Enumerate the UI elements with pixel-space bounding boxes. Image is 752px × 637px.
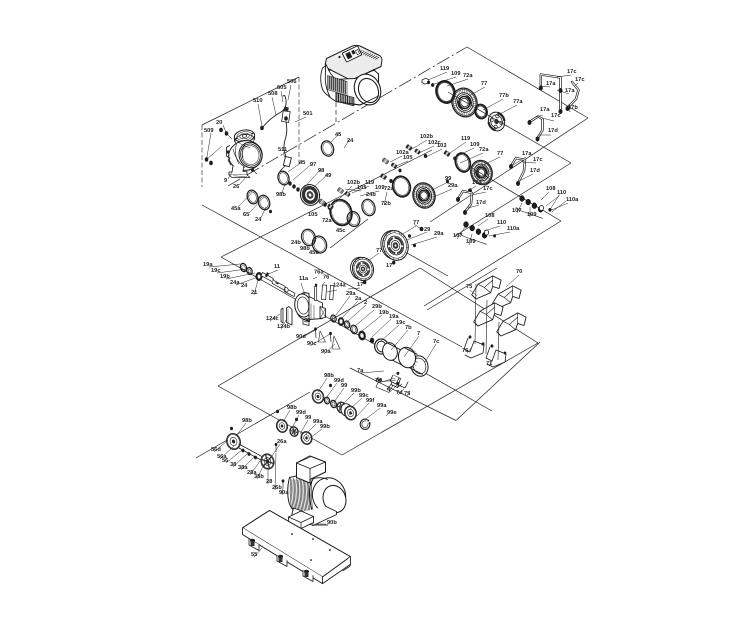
svg-text:7c: 7c [433, 339, 439, 345]
svg-text:24b: 24b [291, 239, 301, 246]
svg-text:105: 105 [403, 155, 413, 161]
svg-text:7a: 7a [357, 368, 364, 374]
svg-text:99: 99 [445, 176, 451, 182]
svg-text:103: 103 [437, 143, 447, 149]
svg-text:90c: 90c [307, 341, 317, 347]
svg-text:17a: 17a [546, 81, 556, 87]
svg-text:11: 11 [274, 264, 280, 270]
svg-text:9: 9 [224, 178, 227, 184]
svg-text:77: 77 [413, 220, 419, 226]
svg-text:124a: 124a [333, 283, 346, 289]
svg-text:110a: 110a [507, 226, 520, 232]
svg-text:29a: 29a [448, 183, 458, 189]
svg-text:20: 20 [216, 120, 222, 126]
svg-text:65: 65 [243, 212, 249, 218]
svg-text:17c: 17c [567, 69, 577, 75]
svg-text:45c: 45c [336, 228, 346, 234]
svg-text:24a: 24a [230, 280, 240, 286]
svg-text:109: 109 [451, 71, 461, 77]
svg-text:76: 76 [462, 348, 468, 354]
svg-text:107: 107 [512, 208, 522, 214]
svg-text:77b: 77b [499, 92, 509, 99]
svg-text:99: 99 [341, 383, 347, 389]
svg-text:17: 17 [357, 282, 363, 288]
svg-text:11a: 11a [299, 276, 309, 282]
svg-text:77: 77 [481, 81, 487, 87]
svg-text:21: 21 [251, 290, 257, 296]
svg-text:99e: 99e [387, 410, 397, 416]
svg-text:29a: 29a [434, 231, 444, 237]
svg-text:19b: 19b [220, 273, 230, 280]
svg-text:511: 511 [278, 147, 287, 153]
svg-text:506: 506 [287, 79, 297, 85]
svg-text:17c: 17c [575, 77, 585, 83]
svg-text:17c: 17c [483, 186, 493, 192]
svg-text:72a: 72a [322, 218, 332, 224]
svg-text:17a: 17a [472, 180, 482, 186]
svg-text:26: 26 [233, 184, 239, 190]
svg-text:72a: 72a [479, 147, 489, 153]
svg-text:7b: 7b [405, 324, 412, 331]
svg-text:124c: 124c [266, 316, 279, 322]
svg-text:70: 70 [516, 269, 522, 275]
svg-text:109: 109 [466, 239, 476, 245]
svg-text:119: 119 [440, 66, 449, 72]
svg-text:17d: 17d [548, 127, 558, 134]
svg-text:24: 24 [241, 283, 248, 289]
svg-text:17a: 17a [540, 107, 550, 113]
svg-text:29b: 29b [372, 303, 382, 310]
svg-text:7: 7 [417, 331, 420, 337]
svg-text:90d: 90d [296, 333, 306, 340]
svg-text:501: 501 [303, 111, 313, 117]
svg-text:76: 76 [323, 275, 329, 281]
svg-text:110: 110 [497, 220, 506, 226]
svg-text:508: 508 [268, 91, 278, 97]
svg-text:98b: 98b [242, 417, 252, 424]
svg-text:105: 105 [308, 212, 318, 218]
svg-text:72a: 72a [463, 73, 473, 79]
svg-text:17d: 17d [476, 199, 486, 206]
svg-text:19b: 19b [379, 309, 389, 316]
svg-text:110a: 110a [566, 197, 579, 203]
svg-text:99a: 99a [377, 403, 387, 409]
svg-text:24: 24 [347, 138, 354, 144]
svg-text:98b: 98b [276, 191, 286, 198]
svg-text:17d: 17d [530, 167, 540, 174]
svg-text:90a: 90a [279, 490, 289, 496]
svg-text:26a: 26a [277, 439, 287, 445]
svg-text:505: 505 [277, 85, 287, 91]
svg-text:72b: 72b [381, 200, 391, 207]
svg-text:102b: 102b [347, 179, 360, 186]
svg-text:2a: 2a [355, 296, 362, 302]
svg-text:45a: 45a [231, 206, 241, 212]
svg-text:72a: 72a [384, 186, 394, 192]
svg-text:45b: 45b [309, 249, 319, 256]
svg-text:17c: 17c [551, 113, 561, 119]
svg-text:77a: 77a [513, 99, 523, 105]
svg-text:509: 509 [204, 128, 214, 134]
svg-text:109: 109 [527, 212, 537, 218]
svg-text:110: 110 [557, 190, 566, 196]
svg-text:99b: 99b [320, 423, 330, 430]
svg-text:119: 119 [461, 136, 470, 142]
svg-text:29: 29 [424, 227, 430, 233]
svg-text:98b: 98b [324, 372, 334, 379]
svg-text:510: 510 [253, 98, 263, 104]
svg-text:77: 77 [376, 248, 382, 254]
svg-text:75: 75 [466, 284, 472, 290]
svg-text:108: 108 [546, 186, 556, 192]
svg-text:17a: 17a [522, 151, 532, 157]
svg-text:74: 74 [375, 378, 382, 384]
svg-text:17: 17 [386, 263, 392, 269]
svg-text:99f: 99f [366, 397, 374, 404]
svg-text:90b: 90b [327, 519, 337, 526]
svg-text:102b: 102b [420, 133, 433, 140]
svg-text:17c: 17c [533, 157, 543, 163]
svg-text:56: 56 [222, 458, 228, 464]
svg-text:77: 77 [497, 151, 503, 157]
svg-text:108: 108 [485, 213, 495, 219]
svg-text:7d: 7d [396, 389, 403, 396]
